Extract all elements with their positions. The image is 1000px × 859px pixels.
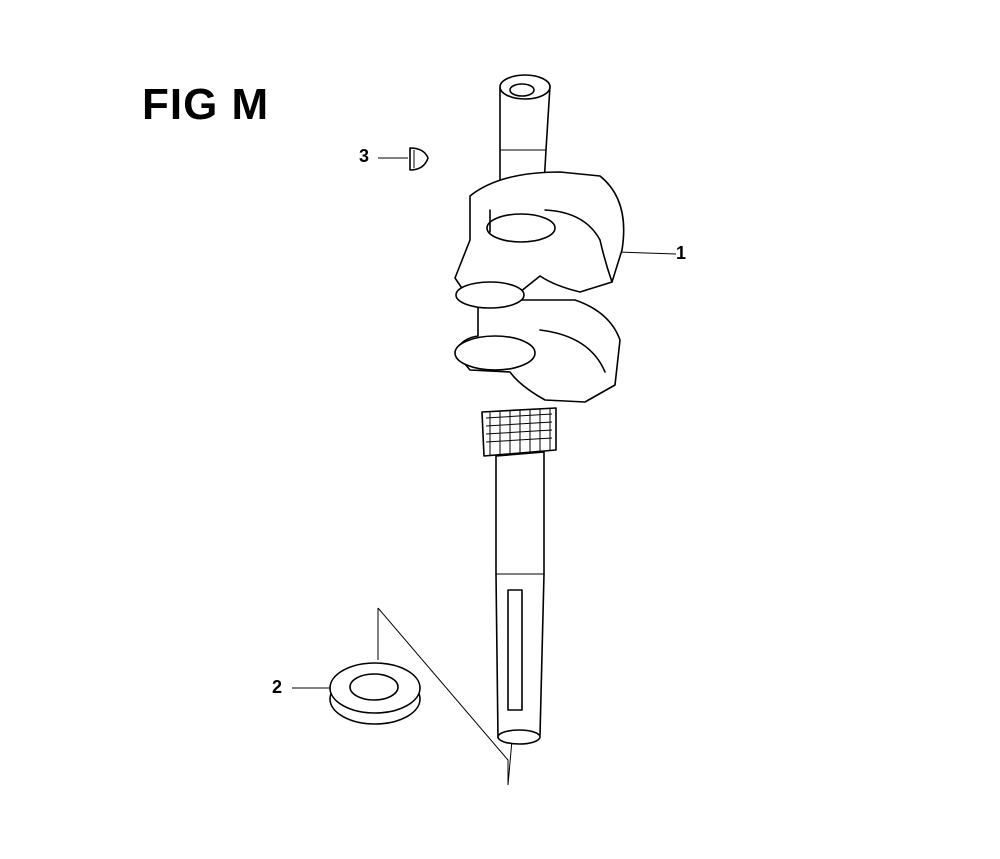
woodruff-key-part — [409, 147, 429, 171]
crankshaft-part — [454, 74, 625, 745]
oil-seal-part — [329, 662, 421, 725]
callout-crankshaft: 1 — [676, 243, 687, 263]
figure-title: FIG M — [142, 80, 270, 129]
callout-seal: 2 — [272, 677, 283, 697]
leader-line-crankshaft — [617, 251, 677, 255]
callout-key: 3 — [359, 146, 370, 166]
installation-guide-line — [377, 607, 513, 786]
